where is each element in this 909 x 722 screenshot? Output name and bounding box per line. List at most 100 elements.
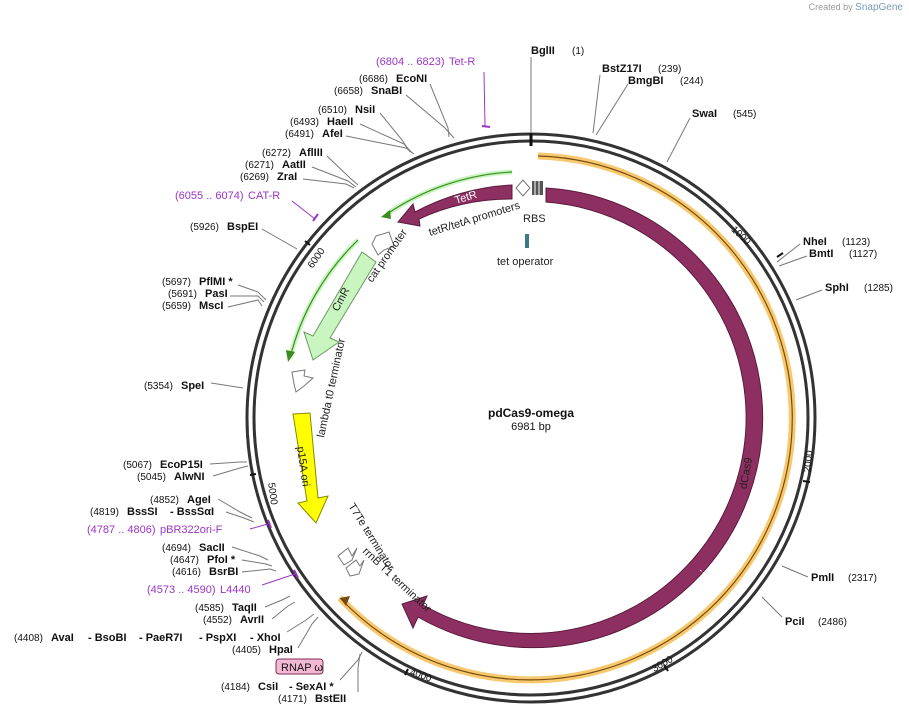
site-taqII: TaqII (232, 602, 257, 614)
site-zraI: ZraI (277, 171, 297, 183)
site-pflMI: PflMI * (199, 276, 233, 288)
site-bmgBI-pos: (244) (680, 76, 703, 87)
site-hpaI: HpaI (269, 644, 293, 656)
site-avrII: AvrII (240, 614, 264, 626)
site-connector (286, 613, 315, 633)
cat-promoter-arrow (371, 231, 395, 256)
site-connector (326, 155, 359, 186)
site-connector (429, 83, 450, 138)
site-connector (776, 243, 801, 263)
site-connector (231, 546, 269, 561)
site-bsrBI: BsrBI (209, 566, 238, 578)
primer-pbr-name: pBR322ori-F (160, 524, 223, 536)
site-nheI-pos: (1123) (842, 237, 870, 248)
credit-prefix: Created by (808, 2, 853, 12)
site-bstZ17I: BstZ17I (602, 63, 642, 75)
primer-connector (483, 71, 486, 127)
site-connector (405, 94, 455, 139)
site-pciI-pos: (2486) (818, 617, 847, 628)
orange-arrowhead (340, 596, 350, 606)
tick-label-5000: 5000 (265, 482, 279, 506)
cmr-feature[interactable] (303, 251, 377, 361)
site-bsrBI-pos: (4616) (172, 567, 201, 578)
primer-catr-mark (312, 213, 319, 222)
site-nsiI-pos: (6510) (318, 105, 347, 116)
rrnb-terminator-label: rrnB T1 terminator (360, 545, 434, 615)
rbs-block (532, 181, 543, 195)
site-swaI-pos: (545) (733, 109, 756, 120)
tick-mark (404, 668, 409, 676)
tick-label-4000: 4000 (408, 667, 433, 684)
site-csiI-pos: (4184) (221, 682, 250, 693)
site-pflMI-pos: (5697) (162, 277, 191, 288)
site-connector (761, 596, 783, 618)
site-bmtI-pos: (1127) (849, 249, 877, 260)
site-zraI-pos: (6269) (240, 172, 269, 183)
site-connector (666, 117, 691, 163)
promoter-arrow (515, 179, 531, 197)
p15a-ori-feature[interactable] (292, 412, 329, 524)
site-pasI: PasI (205, 288, 228, 300)
rnap-omega-feature[interactable] (275, 658, 324, 675)
site-sacII: SacII (199, 542, 225, 554)
site-pmlI-pos: (2317) (848, 573, 877, 584)
site-avaI-pos: (4408) (14, 633, 43, 644)
site-connector (778, 255, 808, 267)
site-afeI-pos: (6491) (285, 129, 314, 140)
primer-connector (291, 200, 316, 220)
tetr-feature[interactable] (397, 184, 513, 227)
dcas9-label: dCas9 (738, 457, 755, 490)
primer-l4440-range: (4573 .. 4590) (147, 584, 216, 596)
site-bssSI-pos: (4819) (90, 507, 119, 518)
tick-label-1000: 1000 (729, 224, 753, 247)
primer-l4440-mark (293, 569, 299, 579)
site-connector (209, 461, 247, 465)
primer-connector (261, 573, 296, 586)
tick-mark (802, 480, 811, 483)
site-paeR7I: - PaeR7I (139, 632, 182, 644)
site-haeII-pos: (6493) (290, 117, 319, 128)
site-mscI-pos: (5659) (162, 301, 191, 312)
site-bglII-pos: (1) (572, 46, 584, 57)
site-ecoNI-pos: (6686) (359, 74, 388, 85)
site-connector (241, 559, 273, 567)
site-sphI-pos: (1285) (864, 283, 893, 294)
site-aatII: AatII (282, 159, 306, 171)
primer-pbr-range: (4787 .. 4806) (87, 524, 156, 536)
site-ecoP15I: EcoP15I (160, 459, 203, 471)
dcas9-feature[interactable] (401, 187, 764, 649)
site-connector (212, 465, 249, 477)
site-connector (225, 511, 255, 523)
cmr-region-line (289, 239, 359, 359)
site-alwNI: AlwNI (174, 471, 205, 483)
site-bstEII: BstEII (315, 693, 346, 705)
site-avaI: AvaI (51, 632, 74, 644)
site-connector (795, 289, 823, 301)
site-connector (217, 498, 253, 519)
tick-label-2000: 2000 (802, 449, 815, 473)
site-aflIII: AflIII (299, 147, 323, 159)
site-snaBI: SnaBI (371, 85, 402, 97)
snapgene-credit: Created by SnapGene (809, 2, 903, 13)
site-pasI-pos: (5691) (168, 289, 197, 300)
site-connector (210, 382, 244, 389)
site-connector (781, 565, 809, 578)
site-sphI: SphI (825, 282, 849, 294)
site-bmgBI: BmgBI (628, 75, 663, 87)
site-connector (271, 601, 296, 620)
tet-operator-label: tet operator (497, 256, 554, 268)
primer-pbr-mark (267, 519, 272, 529)
site-connector (230, 295, 265, 303)
site-pspXI: - PspXI (199, 632, 236, 644)
site-connector (302, 178, 355, 189)
tick-label-6000: 6000 (306, 246, 328, 271)
plasmid-name: pdCas9-omega (488, 406, 574, 420)
site-connector (227, 299, 263, 308)
rbs-label: RBS (523, 213, 546, 225)
cmr-region-arrowhead (286, 350, 295, 362)
site-taqII-pos: (4585) (195, 603, 224, 614)
orange-region-line (339, 155, 793, 681)
site-aflIII-pos: (6272) (262, 148, 291, 159)
site-bstEII-pos: (4171) (278, 694, 307, 705)
